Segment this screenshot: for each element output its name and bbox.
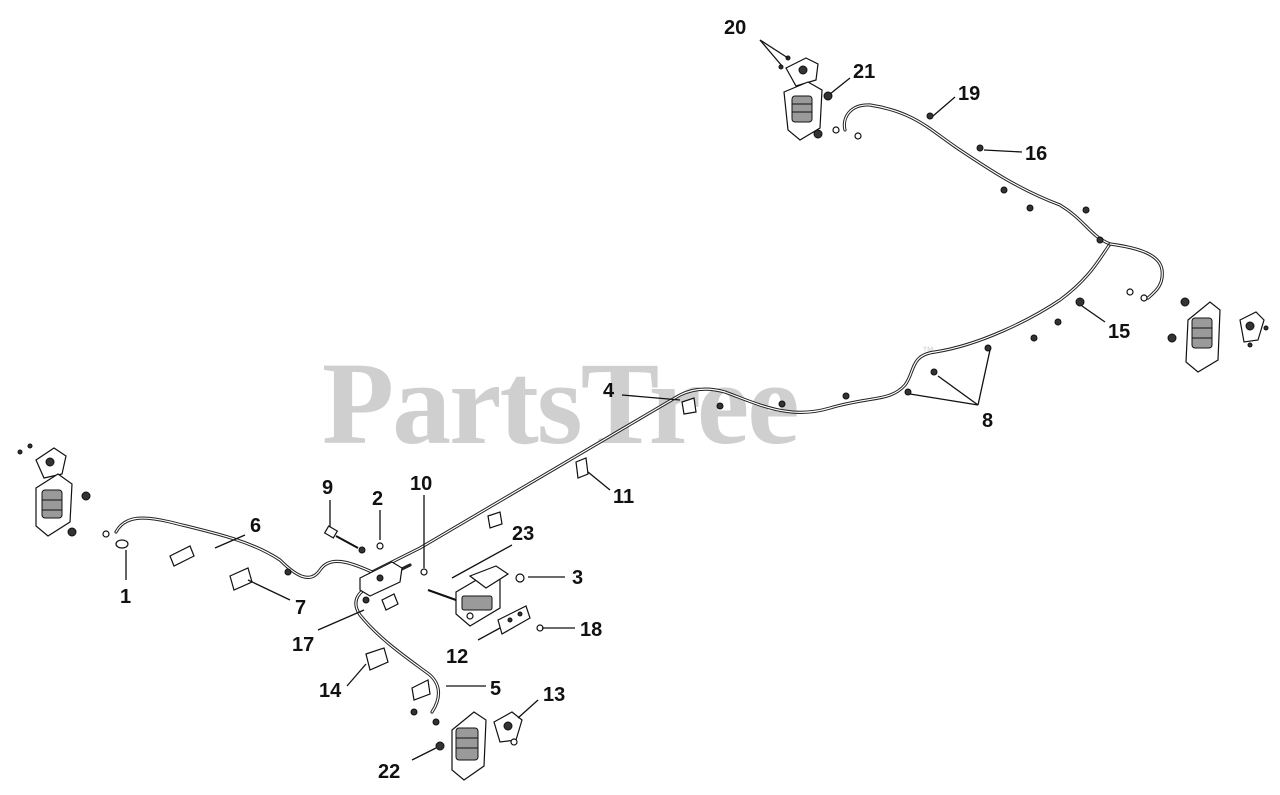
- callout-1: 1: [120, 586, 131, 608]
- callout-15: 15: [1108, 321, 1130, 343]
- callout-labels: 1 2 3 4 5 6 7 8 9 10 11 12 13 14 15 16 1…: [120, 17, 1130, 783]
- mounting-bracket-12: [497, 605, 544, 635]
- callout-5: 5: [490, 678, 501, 700]
- caliper-rear-left: [778, 55, 862, 141]
- proportioning-valve: [420, 565, 525, 627]
- brake-line-rear-left: [842, 103, 1112, 246]
- leader-lines: [125, 39, 1106, 761]
- callout-7: 7: [295, 597, 306, 619]
- callout-11: 11: [613, 486, 634, 508]
- callout-4: 4: [603, 380, 615, 402]
- clips: [169, 112, 1104, 701]
- callout-22: 22: [378, 761, 400, 783]
- watermark-logo: PartsTree: [322, 338, 798, 469]
- junction-block: [359, 561, 403, 611]
- callout-19: 19: [958, 83, 980, 105]
- brake-line-front-left: [114, 516, 374, 579]
- callout-10: 10: [410, 473, 432, 495]
- callout-20: 20: [724, 17, 746, 39]
- callout-21: 21: [853, 61, 875, 83]
- callout-17: 17: [292, 634, 314, 656]
- callout-14: 14: [319, 680, 342, 702]
- caliper-front-left: [17, 443, 129, 549]
- callout-3: 3: [572, 567, 583, 589]
- callout-13: 13: [543, 684, 565, 706]
- callout-2: 2: [372, 488, 383, 510]
- caliper-rear-right: [1126, 288, 1269, 373]
- brake-line-rear-right: [1108, 242, 1164, 300]
- callout-23: 23: [512, 523, 534, 545]
- callout-8: 8: [982, 410, 993, 432]
- caliper-front-right: [410, 708, 523, 781]
- hose-fitting-9: [323, 525, 384, 554]
- callout-12: 12: [446, 646, 468, 668]
- callout-16: 16: [1025, 143, 1047, 165]
- callout-9: 9: [322, 477, 333, 499]
- callout-18: 18: [580, 619, 602, 641]
- callout-6: 6: [250, 515, 261, 537]
- brake-lines: [114, 103, 1164, 714]
